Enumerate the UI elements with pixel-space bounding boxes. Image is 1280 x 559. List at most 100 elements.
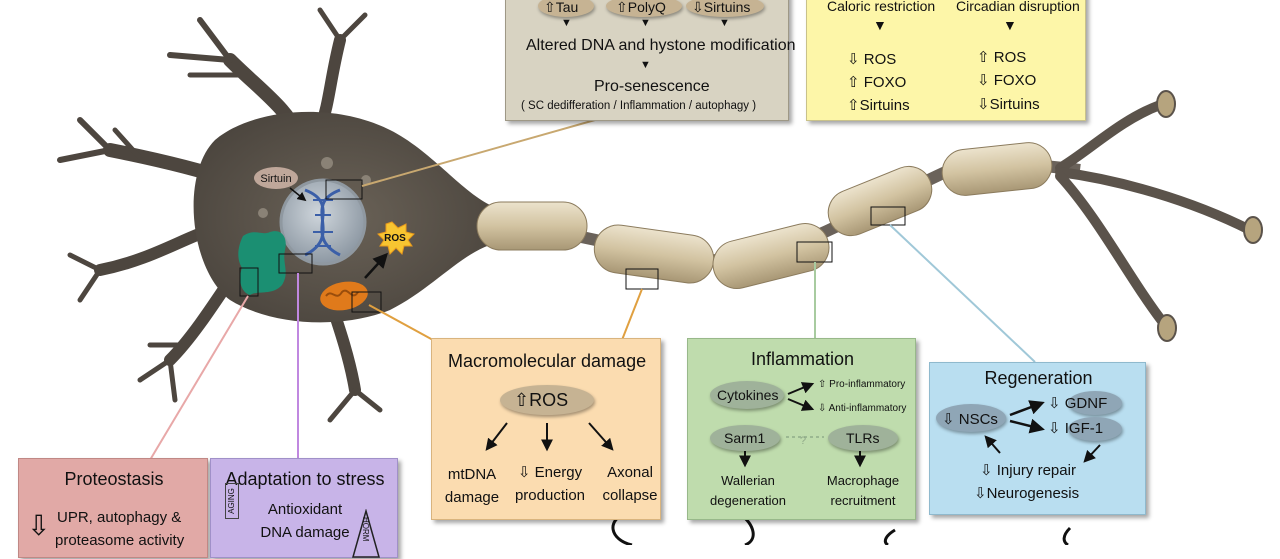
sirtuins-item: Sirtuins bbox=[989, 96, 1040, 113]
anti-inflammatory-label: Anti-inflammatory bbox=[828, 403, 907, 414]
down-arrow-icon: ⇩ bbox=[517, 464, 535, 481]
down-arrow-icon: ▼ bbox=[873, 17, 887, 33]
up-arrow-icon: ⇧ bbox=[847, 74, 864, 91]
proteostasis-line2: proteasome activity bbox=[55, 532, 185, 549]
inflammation-box: Inflammation Cytokines ⇧ Pro-inflammator… bbox=[687, 338, 916, 520]
dna-helix bbox=[304, 188, 341, 257]
polyq-label: PolyQ bbox=[627, 0, 666, 15]
regeneration-arrows bbox=[984, 400, 1101, 463]
down-arrow-icon: ⇩ bbox=[977, 72, 994, 89]
ros-label: ROS bbox=[384, 233, 406, 244]
small-arrow-icon: ▼ bbox=[719, 17, 730, 29]
sarm1-pill bbox=[710, 425, 780, 451]
macromolecular-title: Macromolecular damage bbox=[448, 351, 647, 371]
down-arrow-icon: ⇩ bbox=[1048, 420, 1065, 437]
vesicle bbox=[258, 208, 268, 218]
axon-terminal bbox=[1055, 100, 1255, 330]
proteostasis-title: Proteostasis bbox=[64, 469, 164, 489]
circadian-disruption-title: Circadian disruption bbox=[956, 0, 1080, 14]
down-arrow-icon: ⇩ bbox=[977, 96, 990, 113]
pro-inflammatory-label: Pro-inflammatory bbox=[829, 379, 906, 390]
myelin-segment bbox=[941, 142, 1053, 196]
myelin-segment bbox=[827, 165, 933, 237]
vesicle bbox=[361, 175, 371, 185]
sarm1-label: Sarm1 bbox=[724, 430, 766, 446]
altered-dna-text: Altered DNA and hystone modification bbox=[526, 37, 796, 54]
foxo-item: FOXO bbox=[993, 72, 1037, 89]
down-arrow-icon: ⇩ bbox=[942, 411, 959, 428]
macro-arrows bbox=[485, 422, 614, 452]
igf1-pill bbox=[1068, 417, 1122, 441]
ros-center-label: ROS bbox=[529, 390, 569, 410]
cytokines-pill bbox=[710, 381, 784, 409]
question-mark: ? bbox=[800, 435, 807, 447]
antioxidant-text: Antioxidant bbox=[267, 501, 343, 518]
proteostasis-line1: UPR, autophagy & bbox=[57, 509, 182, 526]
down-arrow-icon: ⇩ bbox=[1048, 395, 1065, 412]
senescence-detail-text: ( SC dedifferation / Inflammation / auto… bbox=[521, 100, 757, 112]
sirtuins-label: Sirtuins bbox=[703, 0, 751, 15]
terminal-bouton bbox=[1243, 216, 1263, 244]
down-arrow-icon: ▼ bbox=[1003, 17, 1017, 33]
neuron-diagram: Sirtuin ROS bbox=[57, 7, 1263, 545]
ros-item: ROS bbox=[863, 51, 897, 68]
inflammation-title: Inflammation bbox=[750, 349, 855, 369]
up-arrow-icon: ⇧ bbox=[514, 390, 530, 410]
down-arrow-icon: ⇩ bbox=[692, 0, 704, 15]
tau-pill bbox=[538, 0, 594, 17]
terminal-bouton bbox=[1156, 90, 1176, 118]
tau-label: Tau bbox=[555, 0, 579, 15]
gdnf-label: GDNF bbox=[1064, 395, 1108, 412]
connectors bbox=[149, 119, 1036, 461]
aging-side-label: AGING bbox=[225, 483, 239, 519]
cytokines-label: Cytokines bbox=[717, 387, 779, 403]
neurogenesis-text: Neurogenesis bbox=[986, 485, 1080, 502]
small-arrow-icon: ▼ bbox=[561, 17, 572, 29]
dna-damage-text: DNA damage bbox=[260, 524, 350, 541]
small-arrow-icon: ▼ bbox=[640, 59, 651, 71]
down-arrow-icon: ⇩ bbox=[974, 485, 987, 502]
myelin-segment bbox=[593, 224, 715, 284]
sirtuins-pill bbox=[686, 0, 764, 17]
inflammation-arrows bbox=[739, 382, 866, 468]
terminal-bouton bbox=[1157, 314, 1177, 342]
adaptation-title: Adaptation to stress bbox=[225, 469, 385, 489]
nscs-pill bbox=[936, 404, 1006, 432]
hormesis-side-label: HORM bbox=[361, 517, 370, 542]
ros-item: ROS bbox=[993, 49, 1027, 66]
ros-burst bbox=[377, 221, 415, 255]
down-arrow-icon: ⇩ bbox=[980, 462, 997, 479]
caloric-restriction-title: Caloric restriction bbox=[827, 0, 936, 14]
small-arrow-icon: ▼ bbox=[640, 17, 651, 29]
up-arrow-icon: ⇧ bbox=[818, 379, 830, 390]
down-arrow-icon: ⇩ bbox=[847, 51, 864, 68]
up-arrow-icon: ⇧ bbox=[616, 0, 628, 15]
epigenetics-box: ⇧Tau ⇧PolyQ ⇩Sirtuins ▼ ▼ ▼ Altered DNA … bbox=[505, 0, 795, 121]
regeneration-title: Regeneration bbox=[984, 368, 1093, 388]
vesicle bbox=[321, 157, 333, 169]
down-arrow-icon: ⇩ bbox=[27, 510, 51, 541]
adaptation-box: Adaptation to stress Antioxidant DNA dam… bbox=[210, 458, 398, 558]
tlrs-label: TLRs bbox=[846, 430, 880, 446]
tlrs-pill bbox=[828, 425, 898, 451]
gdnf-pill bbox=[1068, 391, 1122, 415]
ros-pill bbox=[500, 385, 594, 415]
down-arrow-icon: ⇩ bbox=[818, 403, 829, 414]
sirtuin-pill bbox=[254, 167, 298, 189]
foxo-item: FOXO bbox=[863, 74, 907, 91]
igf1-label: IGF-1 bbox=[1064, 420, 1104, 437]
pro-senescence-text: Pro-senescence bbox=[594, 78, 710, 95]
endoplasmic-reticulum bbox=[238, 231, 286, 295]
polyq-pill bbox=[606, 0, 682, 17]
injury-repair-text: Injury repair bbox=[996, 462, 1076, 479]
lifestyle-box: Caloric restriction Circadian disruption… bbox=[806, 0, 1086, 121]
nscs-label: NSCs bbox=[958, 411, 998, 428]
up-arrow-icon: ⇧ bbox=[977, 49, 994, 66]
proteostasis-box: Proteostasis ⇩ UPR, autophagy & proteaso… bbox=[18, 458, 208, 558]
